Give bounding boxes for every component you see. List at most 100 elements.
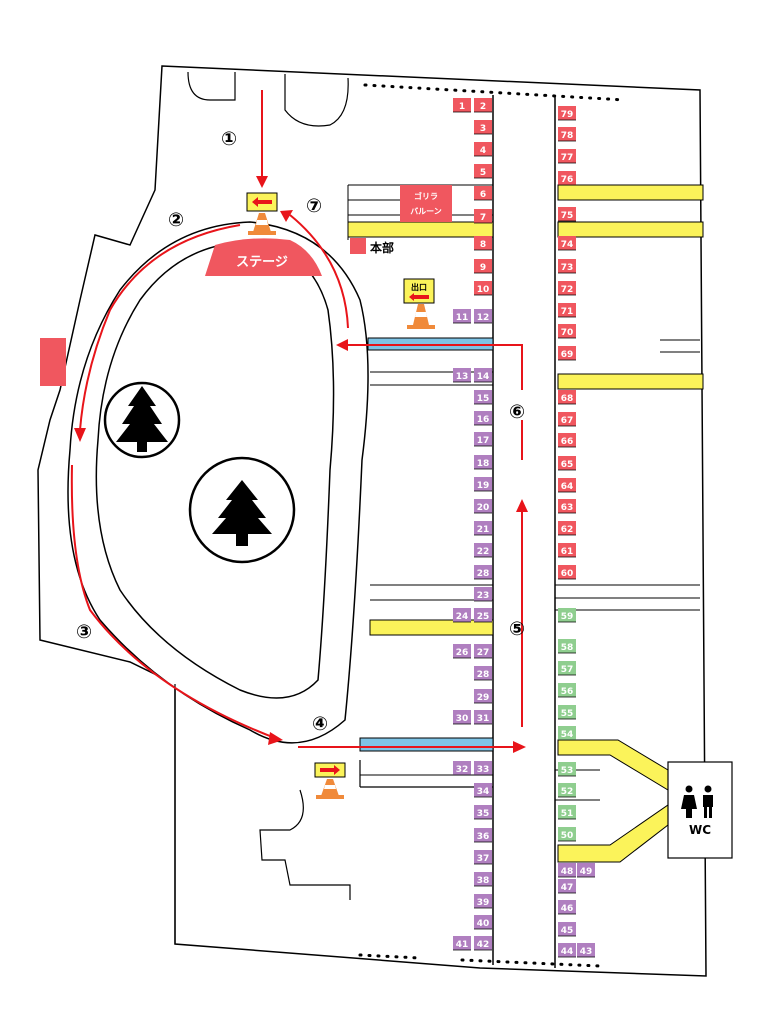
booth-number: 14	[477, 372, 490, 382]
left-red-block	[40, 338, 66, 386]
tree-icon	[188, 456, 296, 564]
booth-tile	[453, 98, 471, 112]
booth-tile	[474, 390, 492, 404]
booth-tile	[474, 710, 492, 724]
tree-icon	[103, 381, 181, 459]
right-arrow-icon	[320, 765, 340, 775]
booth-tile	[558, 456, 576, 470]
booth-tile	[474, 411, 492, 425]
booth-tile	[474, 850, 492, 864]
booth-tile	[474, 872, 492, 886]
booth-number: 44	[561, 947, 574, 957]
gorilla-balloon-label: バルーン	[410, 207, 442, 216]
booth-number: 30	[456, 714, 469, 724]
booth-tile	[558, 762, 576, 776]
booth-tile	[558, 149, 576, 163]
booth-tile	[577, 863, 595, 877]
booth-number: 9	[480, 263, 486, 273]
booth-tile	[474, 368, 492, 382]
cone-icon	[407, 304, 435, 329]
wc-label: WC	[689, 823, 711, 837]
booth-number: 61	[561, 547, 574, 557]
booth-tile	[474, 587, 492, 601]
booth-number: 13	[456, 372, 469, 382]
route-step-3: ③	[76, 621, 92, 643]
booth-tile	[474, 455, 492, 469]
route-step-2: ②	[168, 209, 184, 231]
route-step-6: ⑥	[509, 401, 525, 423]
booth-tile	[453, 368, 471, 382]
booth-tile	[558, 565, 576, 579]
booth-labels: 2345678910121415161718192021222823252728…	[453, 98, 595, 958]
booth-tile	[474, 608, 492, 622]
booth-tile	[474, 142, 492, 156]
top-bump	[187, 71, 236, 101]
booth-number: 12	[477, 313, 490, 323]
booth-tile	[474, 805, 492, 819]
booth-number: 50	[561, 831, 574, 841]
booth-tile	[474, 894, 492, 908]
booth-number: 76	[561, 175, 574, 185]
route-arrows	[70, 90, 523, 748]
booth-tile	[474, 432, 492, 446]
booth-tile	[577, 943, 595, 957]
booth-tile	[474, 761, 492, 775]
booth-number: 28	[477, 670, 490, 680]
booth-number: 58	[561, 643, 574, 653]
booth-tile	[474, 828, 492, 842]
booth-number: 66	[561, 437, 574, 447]
booth-number: 17	[477, 436, 490, 446]
booth-tile	[474, 915, 492, 929]
booth-tile	[474, 309, 492, 323]
booth-tile	[558, 259, 576, 273]
booth-tile	[558, 499, 576, 513]
route-step-4: ④	[312, 713, 328, 735]
booth-number: 19	[477, 481, 490, 491]
restroom: WC	[667, 761, 733, 859]
booth-number: 60	[561, 569, 574, 579]
booth-number: 59	[561, 612, 574, 622]
booth-tile	[558, 478, 576, 492]
booth-tile	[558, 683, 576, 697]
booth-tile	[558, 661, 576, 675]
booth-number: 77	[561, 153, 574, 163]
left-arrow-icon	[252, 197, 272, 207]
booth-tile	[558, 521, 576, 535]
booth-tile	[474, 565, 492, 579]
booth-tile	[558, 639, 576, 653]
booth-number: 10	[477, 285, 490, 295]
booth-number: 26	[456, 648, 469, 658]
booth-number: 53	[561, 766, 574, 776]
dotted-line	[363, 83, 627, 102]
booth-number: 69	[561, 350, 574, 360]
booth-number: 62	[561, 525, 574, 535]
booth-number: 64	[561, 482, 574, 492]
booth-tile	[453, 761, 471, 775]
booth-tile	[474, 521, 492, 535]
booth-number: 42	[477, 940, 490, 950]
booth-number: 47	[561, 883, 574, 893]
booth-number: 32	[456, 765, 469, 775]
booth-tile	[474, 236, 492, 250]
booth-number: 71	[561, 307, 574, 317]
top-bump	[284, 74, 349, 127]
booth-tile	[558, 390, 576, 404]
booth-number: 3	[480, 124, 486, 134]
yellow-bars	[347, 184, 704, 863]
booth-tile	[558, 543, 576, 557]
booth-number: 8	[480, 240, 486, 250]
booth-tile	[474, 666, 492, 680]
booth-number: 51	[561, 809, 574, 819]
booth-number: 38	[477, 876, 490, 886]
booth-tile	[474, 689, 492, 703]
booth-number: 46	[561, 904, 574, 914]
booth-number: 75	[561, 211, 574, 221]
aisle-lines	[555, 339, 700, 801]
booth-tile	[558, 106, 576, 120]
booth-number: 24	[456, 612, 469, 622]
route-step-7: ⑦	[306, 195, 322, 217]
booth-tile	[474, 164, 492, 178]
booth-tile	[558, 171, 576, 185]
booth-tile	[453, 608, 471, 622]
